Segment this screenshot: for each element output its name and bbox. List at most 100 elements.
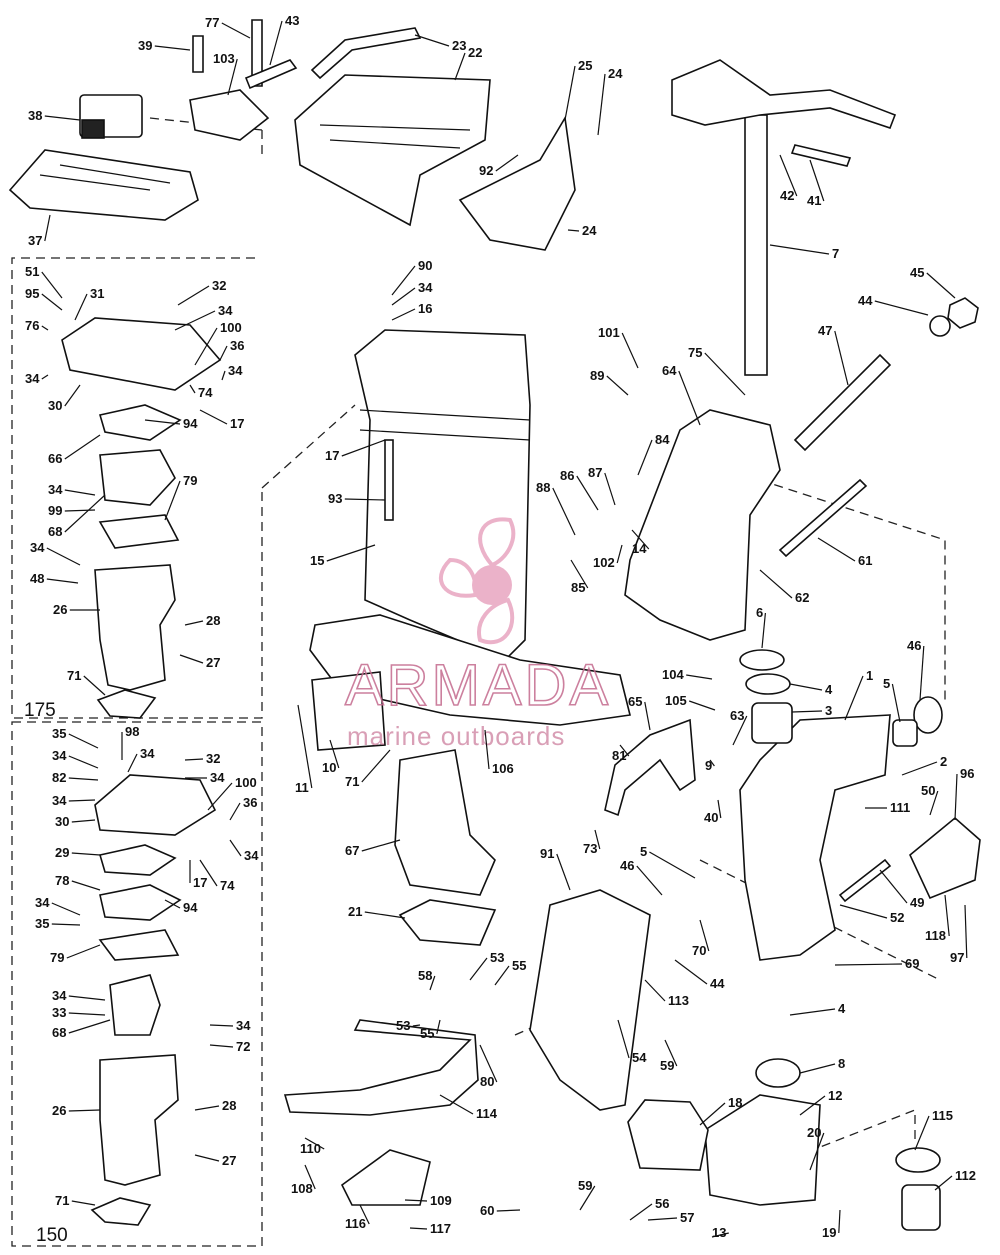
leader-line [636, 865, 663, 896]
leader-line [769, 244, 830, 255]
callout-3: 3 [825, 703, 832, 718]
callout-5: 5 [883, 676, 890, 691]
leader-line [329, 739, 340, 769]
callout-59: 59 [578, 1178, 592, 1193]
callout-53: 53 [396, 1018, 410, 1033]
leader-line [732, 715, 748, 746]
callout-92: 92 [479, 163, 493, 178]
callout-52: 52 [890, 910, 904, 925]
callout-87: 87 [588, 465, 602, 480]
callout-67: 67 [345, 843, 359, 858]
leader-line [616, 544, 623, 564]
leader-line [901, 761, 938, 776]
stud-part [384, 439, 394, 521]
leader-line [934, 1175, 953, 1191]
leader-line [74, 293, 88, 321]
leader-line [689, 700, 716, 711]
callout-53: 53 [490, 950, 504, 965]
screw-part [192, 35, 204, 73]
leader-line [664, 1039, 678, 1067]
leader-line [44, 115, 81, 121]
anode-block-part [627, 1099, 709, 1171]
callout-34: 34 [30, 540, 45, 555]
leader-line [71, 1200, 96, 1206]
leader-line [761, 612, 766, 649]
leader-line [344, 498, 386, 501]
watermark: ARMADA marine outboards [344, 517, 609, 751]
leader-line [304, 1137, 325, 1150]
leader-line [199, 859, 218, 887]
leader-line [429, 975, 436, 991]
leader-line [494, 965, 510, 986]
reed-plate-part [98, 404, 182, 441]
callout-6: 6 [756, 605, 763, 620]
callout-40: 40 [704, 810, 718, 825]
leader-line [64, 434, 101, 460]
callout-64: 64 [662, 363, 677, 378]
callout-100: 100 [235, 775, 257, 790]
callout-88: 88 [536, 480, 550, 495]
adapter-part [99, 1054, 179, 1186]
leader-line [914, 1115, 930, 1151]
bushing-part [751, 702, 793, 744]
callout-109: 109 [430, 1193, 452, 1208]
callout-114: 114 [476, 1106, 498, 1121]
leader-line [83, 675, 106, 696]
leader-line [717, 799, 722, 819]
leader-line [629, 1203, 653, 1221]
leader-line [41, 325, 49, 331]
callout-34: 34 [218, 303, 233, 318]
callout-58: 58 [418, 968, 432, 983]
callout-34: 34 [25, 371, 40, 386]
callout-71: 71 [345, 774, 359, 789]
callout-71: 71 [67, 668, 81, 683]
leader-line [637, 439, 653, 476]
intake-cover-part [61, 317, 222, 391]
callout-108: 108 [291, 1181, 313, 1196]
callout-4: 4 [838, 1001, 846, 1016]
callout-9: 9 [705, 758, 712, 773]
gasket-part [8, 149, 199, 221]
leader-line [44, 214, 51, 242]
callout-42: 42 [780, 188, 794, 203]
section-label-175: 175 [24, 700, 56, 721]
leader-line [326, 544, 376, 562]
side-cover-part [458, 115, 576, 251]
callout-59: 59 [660, 1058, 674, 1073]
leader-line [576, 475, 599, 511]
leader-line [164, 899, 181, 909]
lower-cowl-part [294, 74, 491, 227]
leader-line [207, 782, 233, 811]
leader-line [409, 1227, 428, 1230]
callout-106: 106 [492, 761, 514, 776]
leader-line [219, 345, 228, 361]
callout-63: 63 [730, 708, 744, 723]
intake-cover-part [94, 774, 217, 836]
callout-34: 34 [52, 793, 67, 808]
leader-line [359, 1204, 370, 1225]
pin-part [838, 858, 892, 903]
leader-line [789, 683, 823, 691]
leader-line [199, 409, 228, 425]
callout-45: 45 [910, 265, 924, 280]
leader-line [838, 1209, 841, 1234]
callout-86: 86 [560, 468, 574, 483]
leader-line [229, 839, 242, 857]
callout-89: 89 [590, 368, 604, 383]
leader-line [297, 704, 313, 789]
callout-103: 103 [213, 51, 235, 66]
callout-34: 34 [140, 746, 155, 761]
exhaust-tube-part [394, 749, 496, 896]
callout-84: 84 [655, 432, 670, 447]
leader-line [209, 1044, 234, 1048]
switch-housing-part [909, 816, 981, 900]
callout-44: 44 [710, 976, 725, 991]
callout-14: 14 [632, 541, 647, 556]
callout-55: 55 [420, 1026, 434, 1041]
leader-line [174, 310, 216, 331]
leader-line [46, 578, 79, 584]
callout-60: 60 [480, 1203, 494, 1218]
callout-72: 72 [236, 1039, 250, 1054]
leader-line [41, 374, 49, 380]
leader-line [799, 1095, 826, 1116]
